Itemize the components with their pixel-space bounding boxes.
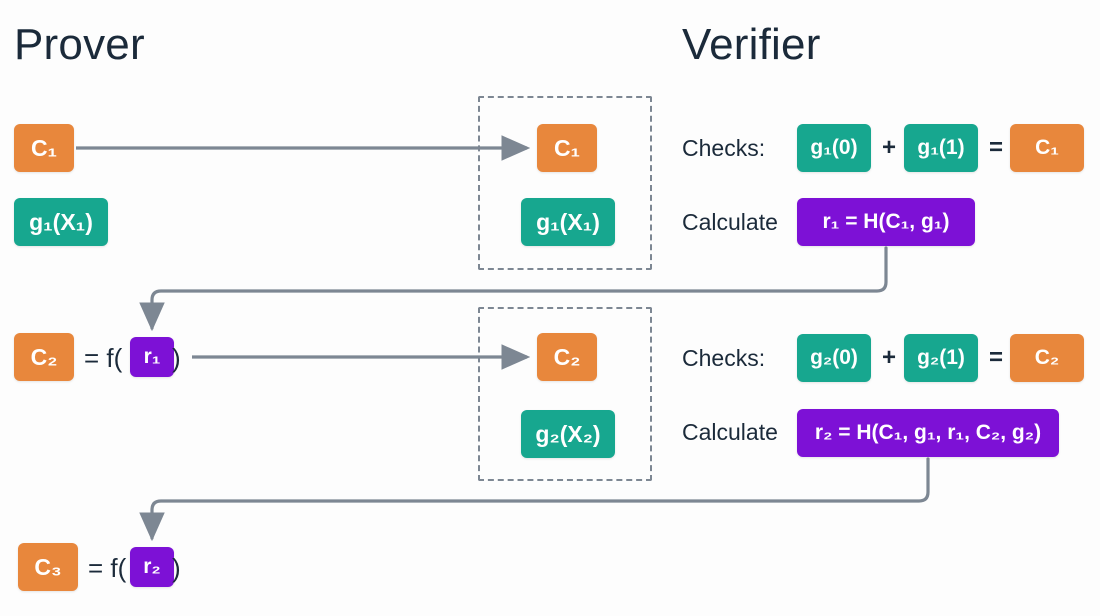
transcript-polynomial-g2[interactable]: g₂(X₂): [521, 410, 615, 458]
transcript-group-round1: [478, 96, 652, 270]
operator-equals-f-open-round2: = f(: [84, 343, 123, 373]
verifier-calculate-label-round1: Calculate: [682, 208, 778, 235]
prover-randomness-r2[interactable]: r₂: [130, 547, 174, 587]
prover-commitment-c3[interactable]: C₃: [18, 543, 78, 591]
prover-randomness-r1[interactable]: r₁: [130, 337, 174, 377]
operator-f-close-round2: ): [172, 343, 181, 373]
prover-commitment-c2[interactable]: C₂: [14, 333, 74, 381]
transcript-commitment-c2[interactable]: C₂: [537, 333, 597, 381]
verifier-eval-g1-one[interactable]: g₁(1): [904, 124, 978, 172]
verifier-claimed-sum-c2[interactable]: C₂: [1010, 334, 1084, 382]
verifier-eval-g2-zero[interactable]: g₂(0): [797, 334, 871, 382]
operator-plus-round1: +: [882, 134, 897, 161]
verifier-checks-label-round2: Checks:: [682, 344, 766, 371]
verifier-checks-label-round1: Checks:: [682, 134, 766, 161]
operator-equals-round1: =: [989, 134, 1004, 161]
prover-polynomial-g1[interactable]: g₁(X₁): [14, 198, 108, 246]
operator-equals-f-open-round3: = f(: [88, 553, 127, 583]
transcript-group-round2: [478, 307, 652, 481]
verifier-calculate-r2[interactable]: r₂ = H(C₁, g₁, r₁, C₂, g₂): [797, 409, 1059, 457]
verifier-eval-g1-zero[interactable]: g₁(0): [797, 124, 871, 172]
operator-f-close-round3: ): [172, 553, 181, 583]
transcript-commitment-c1[interactable]: C₁: [537, 124, 597, 172]
verifier-claimed-sum-c1[interactable]: C₁: [1010, 124, 1084, 172]
verifier-calculate-label-round2: Calculate: [682, 418, 778, 445]
transcript-polynomial-g1[interactable]: g₁(X₁): [521, 198, 615, 246]
verifier-calculate-r1[interactable]: r₁ = H(C₁, g₁): [797, 198, 975, 246]
operator-plus-round2: +: [882, 344, 897, 371]
prover-commitment-c1[interactable]: C₁: [14, 124, 74, 172]
verifier-eval-g2-one[interactable]: g₂(1): [904, 334, 978, 382]
operator-equals-round2: =: [989, 344, 1004, 371]
verifier-column-title: Verifier: [682, 20, 821, 69]
prover-column-title: Prover: [14, 20, 145, 69]
